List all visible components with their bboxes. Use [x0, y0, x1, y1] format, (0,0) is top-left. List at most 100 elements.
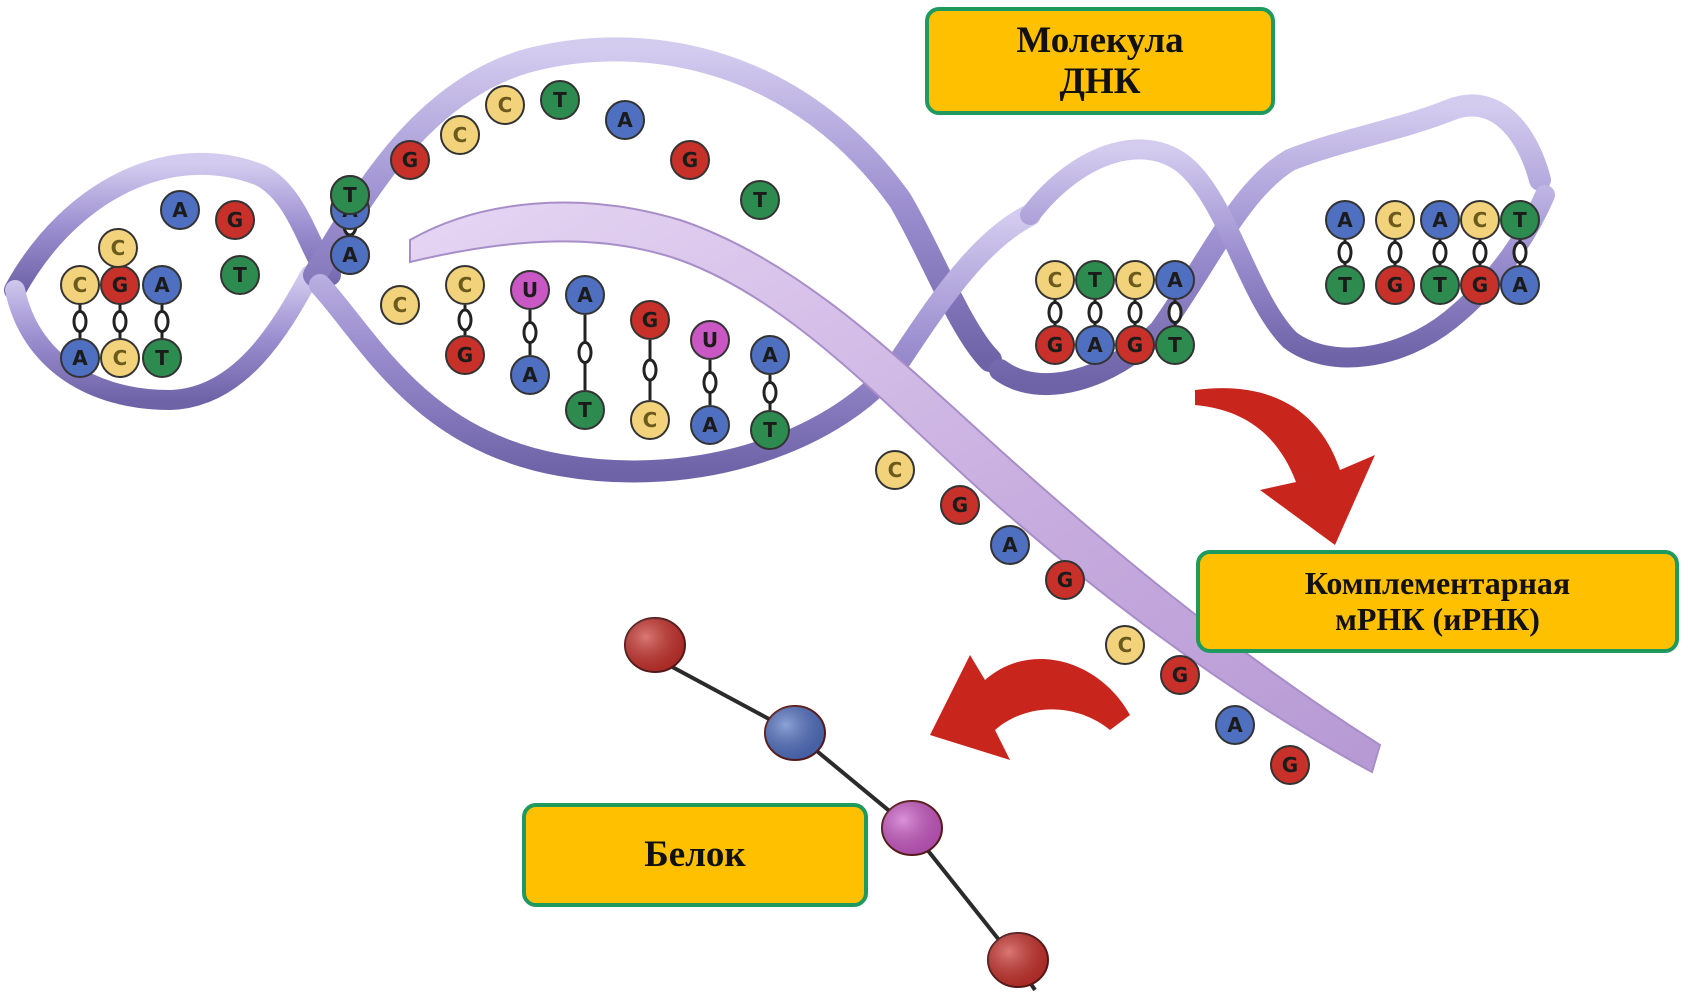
nucleotide-A: A: [1326, 201, 1364, 239]
nucleotide-C-letter: C: [643, 408, 658, 432]
nucleotide-A: A: [991, 526, 1029, 564]
nucleotide-A-letter: A: [762, 343, 778, 367]
nucleotide-T-letter: T: [763, 418, 777, 442]
translation-arrow-icon: [930, 655, 1130, 760]
nucleotide-A: A: [566, 276, 604, 314]
nucleotide-C-letter: C: [113, 346, 128, 370]
nucleotide-C-letter: C: [1128, 268, 1143, 292]
nucleotide-G: G: [446, 336, 484, 374]
hydrogen-bond-link: [1434, 243, 1446, 263]
hydrogen-bond-link: [579, 343, 591, 363]
nucleotide-T-letter: T: [1338, 273, 1352, 297]
nucleotide-T: T: [741, 181, 779, 219]
hydrogen-bond-link: [644, 360, 656, 380]
nucleotide-G-letter: G: [457, 343, 473, 367]
hydrogen-bond-link: [1474, 243, 1486, 263]
nucleotide-A-letter: A: [577, 283, 593, 307]
nucleotide-T: T: [1421, 266, 1459, 304]
nucleotide-G-letter: G: [1127, 333, 1143, 357]
hydrogen-bond-link: [524, 323, 536, 343]
nucleotide-C: C: [486, 86, 524, 124]
nucleotide-A-letter: A: [1002, 533, 1018, 557]
nucleotide-G: G: [1271, 746, 1309, 784]
nucleotide-A-letter: A: [72, 346, 88, 370]
nucleotide-C: C: [101, 339, 139, 377]
nucleotide-C: C: [99, 229, 137, 267]
dna-label-line-2: ДНК: [1059, 61, 1140, 102]
dna-molecule-label: Молекула ДНК: [925, 7, 1275, 115]
nucleotide-G-letter: G: [402, 148, 418, 172]
nucleotide-G-letter: G: [1057, 568, 1073, 592]
hydrogen-bond-link: [1049, 303, 1061, 323]
nucleotide-C: C: [441, 116, 479, 154]
hydrogen-bond-link: [74, 312, 86, 332]
nucleotide-C-letter: C: [73, 273, 88, 297]
nucleotide-A-letter: A: [342, 243, 358, 267]
nucleotide-T: T: [1156, 326, 1194, 364]
nucleotide-T-letter: T: [1513, 208, 1527, 232]
nucleotide-G: G: [1376, 266, 1414, 304]
nucleotide-A: A: [606, 101, 644, 139]
nucleotide-C-letter: C: [111, 236, 126, 260]
nucleotide-A: A: [1501, 266, 1539, 304]
nucleotide-G-letter: G: [952, 493, 968, 517]
nucleotide-A: A: [143, 266, 181, 304]
nucleotide-C: C: [1106, 626, 1144, 664]
protein-label: Белок: [522, 803, 868, 907]
nucleotide-G: G: [671, 141, 709, 179]
nucleotide-C-letter: C: [888, 458, 903, 482]
nucleotide-C: C: [1461, 201, 1499, 239]
hydrogen-bond-link: [156, 312, 168, 332]
mrna-label-line-2: мРНК (иРНК): [1335, 602, 1540, 638]
nucleotide-G: G: [1161, 656, 1199, 694]
nucleotide-T: T: [331, 176, 369, 214]
nucleotide-U-letter: U: [522, 278, 538, 302]
nucleotide-T-letter: T: [578, 398, 592, 422]
nucleotide-T-letter: T: [155, 346, 169, 370]
nucleotide-T: T: [751, 411, 789, 449]
nucleotide-T: T: [1501, 201, 1539, 239]
nucleotide-C: C: [1036, 261, 1074, 299]
hydrogen-bond-link: [1169, 303, 1181, 323]
protein-label-text: Белок: [644, 834, 745, 875]
hydrogen-bond-link: [1514, 243, 1526, 263]
nucleotide-A: A: [61, 339, 99, 377]
nucleotide-C: C: [1376, 201, 1414, 239]
transcription-arrow-icon: [1195, 388, 1375, 545]
nucleotide-C: C: [876, 451, 914, 489]
nucleotide-G: G: [101, 266, 139, 304]
nucleotide-A: A: [511, 356, 549, 394]
nucleotide-A: A: [331, 236, 369, 274]
nucleotide-A-letter: A: [1227, 713, 1243, 737]
nucleotide-T-letter: T: [1168, 333, 1182, 357]
nucleotide-A-letter: A: [1432, 208, 1448, 232]
nucleotide-U: U: [691, 321, 729, 359]
nucleotide-C-letter: C: [498, 93, 513, 117]
nucleotide-A-letter: A: [154, 273, 170, 297]
nucleotide-A: A: [751, 336, 789, 374]
nucleotide-C-letter: C: [1048, 268, 1063, 292]
amino-acid-bead-shade: [625, 618, 685, 672]
nucleotide-C-letter: C: [1118, 633, 1133, 657]
nucleotide-C: C: [381, 286, 419, 324]
nucleotide-A-letter: A: [1337, 208, 1353, 232]
nucleotide-T: T: [143, 339, 181, 377]
nucleotide-C-letter: C: [1388, 208, 1403, 232]
nucleotide-A-letter: A: [1087, 333, 1103, 357]
nucleotide-G: T: [221, 256, 259, 294]
nucleotide-C: C: [631, 401, 669, 439]
mrna-label: Комплементарная мРНК (иРНК): [1196, 550, 1679, 653]
nucleotide-C-letter: C: [393, 293, 408, 317]
nucleotide-G: G: [941, 486, 979, 524]
hydrogen-bond-link: [1129, 303, 1141, 323]
nucleotide-A-letter: A: [617, 108, 633, 132]
nucleotide-C: G: [216, 201, 254, 239]
amino-acid-bead-shade: [988, 933, 1048, 987]
nucleotide-G-letter: G: [1387, 273, 1403, 297]
nucleotide-G-letter: G: [1047, 333, 1063, 357]
nucleotide-T: T: [1326, 266, 1364, 304]
dna-strand-right-b: [1030, 149, 1545, 357]
nucleotide-G: G: [1461, 266, 1499, 304]
hydrogen-bond-link: [114, 312, 126, 332]
nucleotide-G-letter: G: [642, 308, 658, 332]
